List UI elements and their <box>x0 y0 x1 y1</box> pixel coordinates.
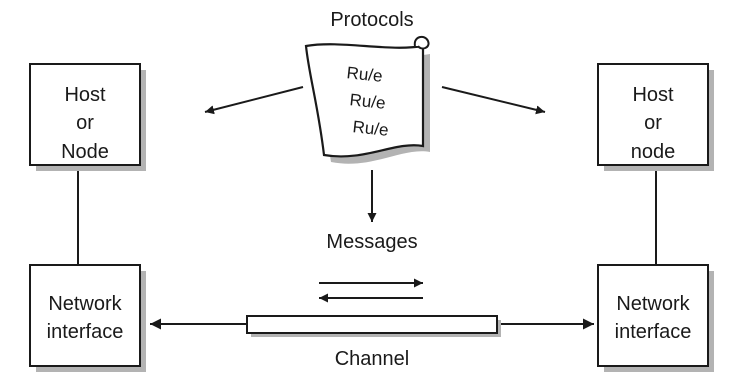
left-host-line1: Host <box>64 84 106 106</box>
rule-text-3: Ru/e <box>352 117 390 140</box>
right-nic-line2: interface <box>615 321 692 343</box>
right-host-line2: or <box>644 112 662 134</box>
right-host-line1: Host <box>632 84 674 106</box>
right-network-interface-box: Network interface <box>597 264 714 372</box>
channel-bar <box>246 315 501 337</box>
right-host-box: Host or node <box>597 63 714 171</box>
protocol-scroll: Ru/e Ru/e Ru/e <box>304 35 430 164</box>
left-nic-line2: interface <box>47 321 124 343</box>
messages-label: Messages <box>326 231 417 253</box>
rule-text-2: Ru/e <box>349 90 387 113</box>
scroll-curl <box>413 35 430 50</box>
left-host-box: Host or Node <box>29 63 146 171</box>
left-network-interface-box: Network interface <box>29 264 146 372</box>
left-host-line2: or <box>76 112 94 134</box>
rule-text-1: Ru/e <box>346 63 384 86</box>
right-host-line3: node <box>631 141 676 163</box>
left-host-line3: Node <box>61 141 109 163</box>
protocol-arrow-right <box>441 86 546 115</box>
left-nic-line1: Network <box>48 293 122 315</box>
protocols-title: Protocols <box>330 9 413 31</box>
channel-label: Channel <box>335 348 410 370</box>
right-nic-line1: Network <box>616 293 690 315</box>
protocol-arrow-left <box>204 86 304 115</box>
scroll-body <box>304 43 425 158</box>
